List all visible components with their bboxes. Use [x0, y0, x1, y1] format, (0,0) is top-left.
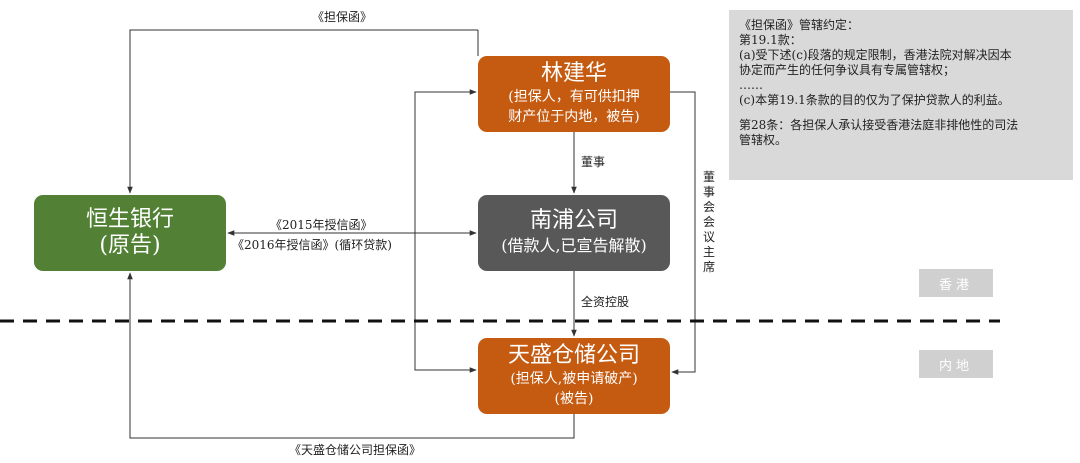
- jurisdiction-note: 《担保函》管辖约定： 第19.1款： (a)受下述(c)段落的规定限制，香港法院…: [729, 10, 1073, 180]
- node-tian-role-2: (被告): [554, 391, 594, 407]
- node-tian: 天盛仓储公司 (担保人,被申请破产) (被告): [478, 338, 670, 414]
- label-lin-guarantee: 《担保函》: [312, 10, 373, 24]
- edge-lin-guarantee: [127, 29, 478, 194]
- note-clause-28-2: 管辖权。: [739, 133, 788, 147]
- edge-lin-loop: [414, 89, 477, 233]
- region-mainland: 内地: [919, 350, 993, 378]
- node-nanpu-name: 南浦公司: [529, 208, 618, 233]
- note-ellipsis: ……: [739, 78, 763, 92]
- node-lin-name: 林建华: [540, 61, 607, 86]
- node-lin-role-2: 财产位于内地，被告): [508, 109, 640, 125]
- edge-tian-guarantee: [127, 272, 575, 439]
- node-bank-role: (原告): [99, 233, 161, 258]
- label-tian-guarantee: 《天盛仓储公司担保函》: [289, 443, 422, 457]
- node-tian-role-1: (担保人,被申请破产): [510, 371, 638, 387]
- edge-chairman: [670, 91, 696, 375]
- label-credit-2015: 《2015年授信函》: [270, 218, 373, 232]
- node-lin-role-1: (担保人，有可供扣押: [508, 89, 640, 105]
- node-bank: 恒生银行 (原告): [34, 195, 226, 271]
- label-chairman: 董事会会议主席: [702, 170, 715, 274]
- label-director: 董事: [581, 155, 606, 169]
- region-hongkong: 香港: [919, 269, 993, 297]
- note-line-a2: 协定而产生的任何争议具有专属管辖权；: [739, 63, 956, 77]
- node-lin: 林建华 (担保人，有可供扣押 财产位于内地，被告): [478, 56, 670, 132]
- note-clause-28-1: 第28条：各担保人承认接受香港法庭非排他性的司法: [739, 118, 1019, 132]
- label-wholly-owned: 全资控股: [581, 295, 630, 309]
- label-credit-2016: 《2016年授信函》(循环贷款): [232, 238, 392, 252]
- note-clause-19-1: 第19.1款：: [739, 33, 802, 47]
- node-nanpu-role: (借款人,已宣告解散): [501, 236, 647, 255]
- node-nanpu: 南浦公司 (借款人,已宣告解散): [478, 195, 670, 271]
- node-tian-name: 天盛仓储公司: [507, 343, 640, 368]
- edge-tian-loop: [414, 233, 477, 373]
- note-line-a1: (a)受下述(c)段落的规定限制，香港法院对解决因本: [739, 48, 1012, 62]
- note-title: 《担保函》管辖约定：: [739, 18, 860, 32]
- note-line-c: (c)本第19.1条款的目的仅为了保护贷款人的利益。: [739, 93, 1010, 107]
- node-bank-name: 恒生银行: [85, 207, 174, 232]
